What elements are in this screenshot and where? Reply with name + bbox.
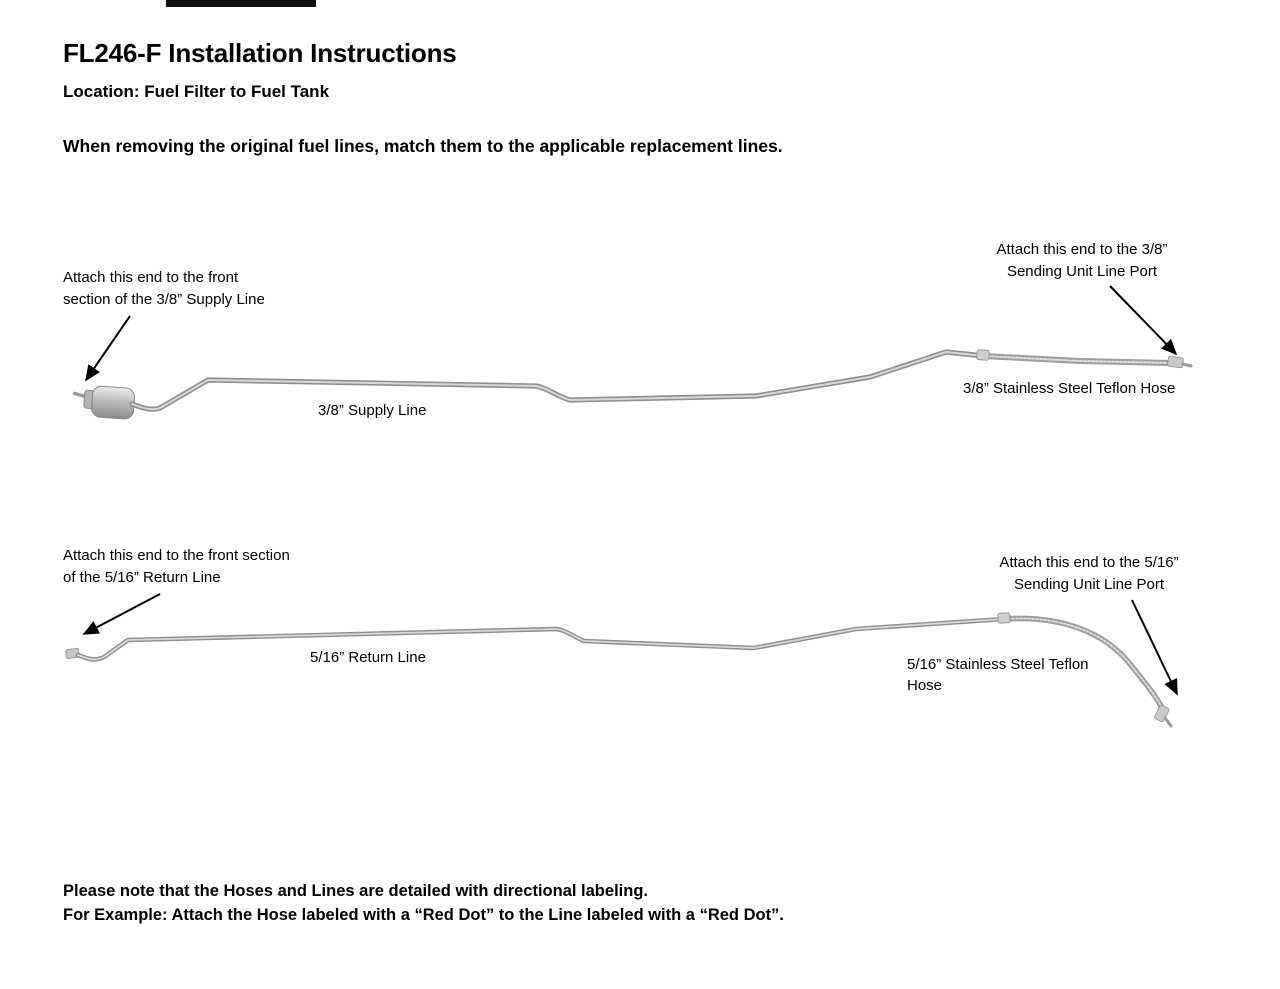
- supply-hose-label: 3/8” Stainless Steel Teflon Hose: [963, 380, 1176, 397]
- return-line-drawing: [65, 593, 1178, 728]
- footer-note-line2: For Example: Attach the Hose labeled wit…: [63, 906, 784, 924]
- return-left-callout: Attach this end to the front section of …: [63, 547, 290, 586]
- return-tube-path: [75, 616, 1007, 662]
- return-right-callout: Attach this end to the 5/16” Sending Uni…: [999, 554, 1179, 593]
- return-hose-end-fitting: [1154, 704, 1170, 723]
- return-hose-label: 5/16” Stainless Steel Teflon Hose: [907, 656, 1089, 694]
- return-hose-path: [997, 612, 1173, 728]
- location-subtitle: Location: Fuel Filter to Fuel Tank: [63, 82, 330, 101]
- footer-note: Please note that the Hoses and Lines are…: [63, 879, 784, 927]
- supply-hose-end-fitting: [1167, 355, 1184, 369]
- return-line-label: 5/16” Return Line: [310, 649, 426, 666]
- return-right-arrow: [1131, 599, 1178, 696]
- return-left-arrow: [82, 593, 161, 635]
- supply-right-callout: Attach this end to the 3/8” Sending Unit…: [996, 241, 1168, 280]
- page-title: FL246-F Installation Instructions: [63, 38, 457, 68]
- fuel-filter-graphic: [72, 385, 135, 420]
- supply-hose-end-tip: [1181, 362, 1193, 368]
- supply-line-drawing: [72, 285, 1193, 420]
- instruction-text: When removing the original fuel lines, m…: [63, 136, 783, 156]
- return-hose-end-tip: [1163, 716, 1173, 728]
- footer-note-line1: Please note that the Hoses and Lines are…: [63, 882, 648, 900]
- supply-left-arrow: [85, 315, 131, 382]
- supply-hose-junction-fitting: [976, 349, 990, 361]
- supply-hose-path: [976, 349, 1193, 369]
- supply-left-callout: Attach this end to the front section of …: [63, 269, 265, 308]
- return-hose-junction-fitting: [997, 612, 1011, 624]
- supply-tube-path: [129, 349, 987, 412]
- cropped-logo-bar: [166, 0, 316, 7]
- supply-right-arrow: [1109, 285, 1178, 356]
- supply-line-label: 3/8” Supply Line: [318, 402, 427, 419]
